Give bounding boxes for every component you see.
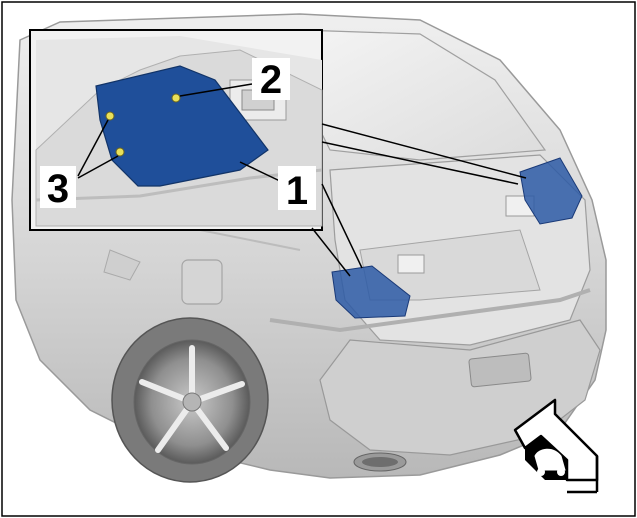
rear-wheel	[111, 317, 269, 483]
inset-leader-lines	[311, 123, 527, 277]
fastener-3-upper	[105, 111, 115, 121]
callout-1: 1	[286, 169, 308, 213]
left-trim-panel	[331, 265, 411, 319]
view-direction-arrow-icon	[513, 398, 599, 494]
fastener-2	[171, 93, 181, 103]
right-trim-panel	[519, 157, 583, 225]
detail-inset: 2 3 1	[29, 29, 323, 231]
callout-2: 2	[260, 58, 282, 102]
trim-panel-detail	[95, 65, 269, 187]
callout-3: 3	[47, 167, 69, 211]
fastener-3-lower	[115, 147, 125, 157]
